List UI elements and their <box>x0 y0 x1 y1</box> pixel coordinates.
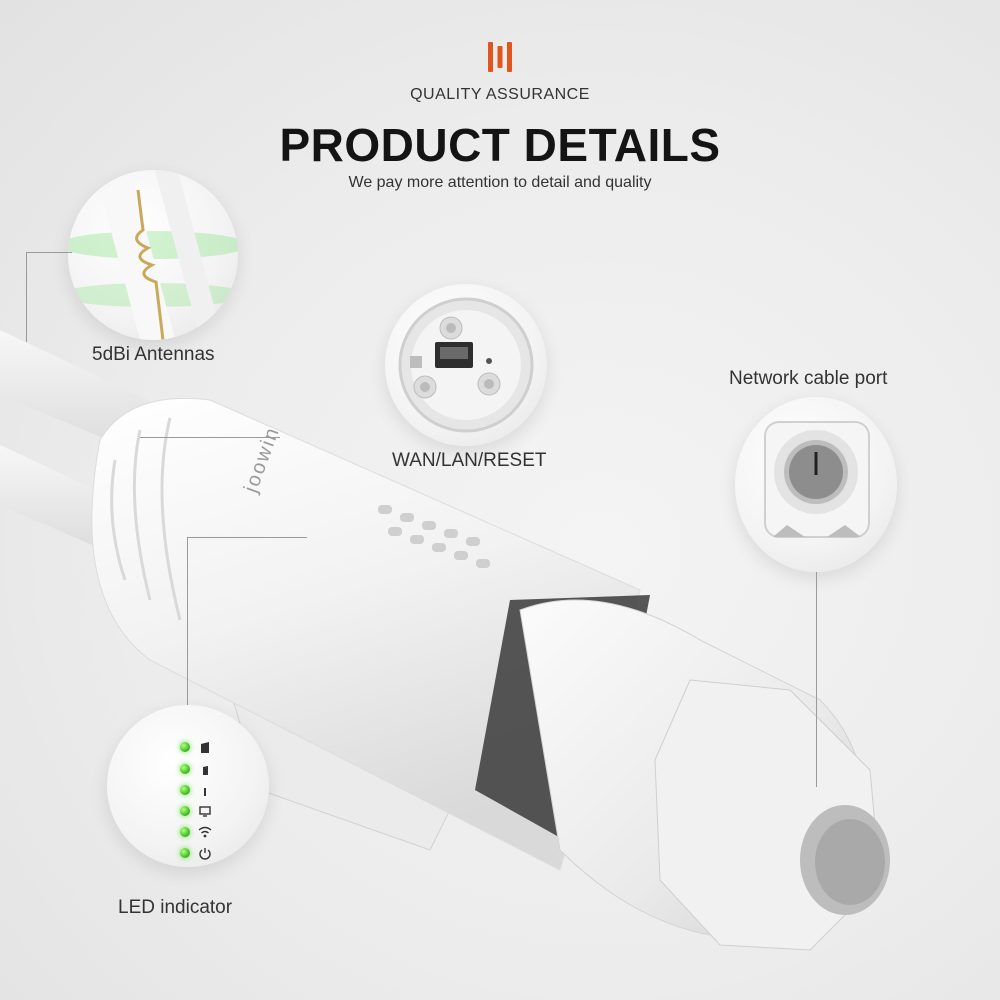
led-leader-line-vertical <box>187 537 188 707</box>
antennas-label: 5dBi Antennas <box>92 344 215 365</box>
led-light <box>180 785 190 795</box>
led-light <box>180 848 190 858</box>
port-panel-image <box>398 297 534 433</box>
antennas-leader-line <box>26 252 72 253</box>
power-icon <box>199 848 211 860</box>
wifi-icon <box>198 826 212 838</box>
led-light <box>180 764 190 774</box>
led-light <box>180 827 190 837</box>
antennas-leader-line-vertical <box>26 252 27 342</box>
led-signal-low <box>180 783 212 797</box>
network-cable-port-label: Network cable port <box>729 368 888 389</box>
led-lan <box>180 804 212 818</box>
led-power <box>180 846 212 860</box>
page-title: PRODUCT DETAILS <box>279 119 721 171</box>
led-light <box>180 806 190 816</box>
wan-lan-reset-label: WAN/LAN/RESET <box>392 450 547 471</box>
antennas-detail-bubble <box>68 170 238 340</box>
antenna-coil-image <box>68 170 238 340</box>
led-wifi <box>180 825 212 839</box>
led-signal-mid <box>180 762 212 776</box>
signal-bar-mid-icon <box>203 766 208 775</box>
led-light <box>180 742 190 752</box>
led-leader-line-horizontal <box>187 537 307 538</box>
led-indicator-label: LED indicator <box>118 897 233 918</box>
network-cable-port-leader-line <box>816 572 817 787</box>
network-cable-port-bubble <box>735 397 897 572</box>
header-kicker: QUALITY ASSURANCE <box>410 86 590 103</box>
cable-gland-image <box>764 421 870 538</box>
page-subtitle: We pay more attention to detail and qual… <box>348 174 652 191</box>
signal-bar-full-icon <box>201 742 209 753</box>
antennas-body-leader-line <box>140 437 280 438</box>
wan-lan-reset-bubble <box>385 284 547 446</box>
brand-logo-icon <box>488 42 512 72</box>
monitor-icon <box>199 806 211 817</box>
led-signal-full <box>180 740 212 754</box>
signal-bar-low-icon <box>204 788 206 796</box>
